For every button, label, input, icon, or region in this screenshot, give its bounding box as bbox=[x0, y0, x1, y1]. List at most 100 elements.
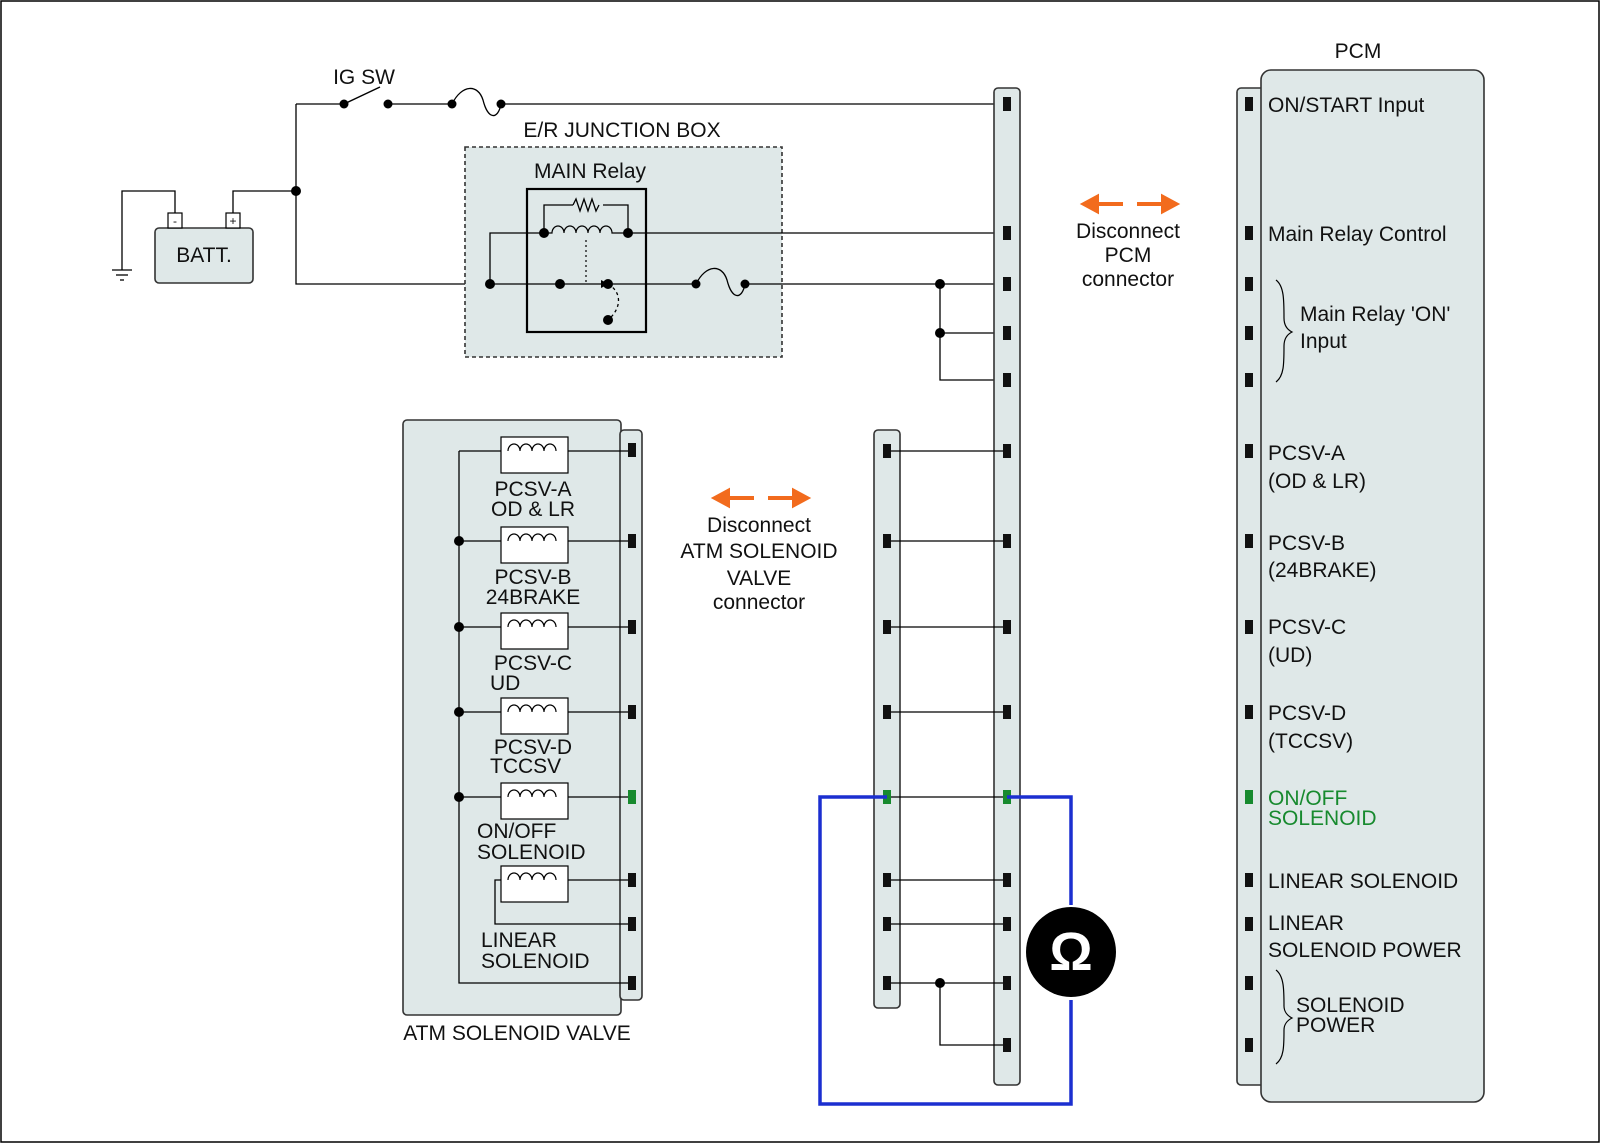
atm-disconnect-text: VALVE bbox=[727, 567, 792, 590]
pcm-pin bbox=[1245, 444, 1253, 458]
power-section: BATT. - + IG SW E/R JUNCTION BOX MAIN Re… bbox=[112, 66, 999, 381]
atm-connector-pin bbox=[628, 443, 636, 457]
main-relay-on-branch bbox=[939, 284, 999, 381]
atm-harness-pin bbox=[883, 976, 891, 990]
ig-switch-blade bbox=[343, 86, 381, 105]
pcm-harness-pin bbox=[1003, 620, 1011, 634]
relay-resistor-icon bbox=[572, 196, 600, 214]
atm-on-off-label: ON/OFF bbox=[477, 820, 556, 843]
pcm-harness-pin bbox=[1003, 226, 1011, 240]
relay-coil-icon bbox=[544, 225, 628, 234]
pcm-module: PCM ON/START Input Main Relay Control Ma… bbox=[1236, 40, 1485, 1103]
atm-pcsv-c-label: PCSV-C bbox=[494, 652, 572, 675]
relay-coil-feed-wire bbox=[489, 232, 544, 284]
linear-solenoid-coil bbox=[494, 865, 632, 925]
atm-harness-pin bbox=[883, 534, 891, 548]
atm-solenoid-valve: ATM SOLENOID VALVE bbox=[402, 419, 643, 1045]
on-off-solenoid-coil bbox=[459, 782, 632, 820]
pcm-pin bbox=[1245, 620, 1253, 634]
pcm-pin bbox=[1245, 1038, 1253, 1052]
atm-harness-pin bbox=[883, 444, 891, 458]
battery bbox=[154, 227, 254, 284]
atm-pcsv-b-label: PCSV-B bbox=[494, 566, 571, 589]
pcm-harness-pin bbox=[1003, 917, 1011, 931]
pcm-pcsv-a-label: PCSV-A bbox=[1268, 442, 1345, 465]
atm-connector-pin bbox=[628, 534, 636, 548]
battery-negative-label: - bbox=[173, 214, 177, 228]
pcm-pin bbox=[1245, 326, 1253, 340]
atm-disconnect-text: ATM SOLENOID bbox=[680, 540, 837, 563]
pcm-pcsv-c-sublabel: (UD) bbox=[1268, 644, 1312, 667]
atm-pcsv-d-sublabel: TCCSV bbox=[490, 755, 561, 778]
ohmmeter-icon bbox=[1026, 907, 1116, 997]
atm-connector-pin bbox=[628, 873, 636, 887]
pcm-harness-pin bbox=[1003, 976, 1011, 990]
pcm-harness-pin bbox=[1003, 873, 1011, 887]
arrow-right-head bbox=[1161, 193, 1181, 215]
atm-harness-pin bbox=[883, 620, 891, 634]
pcm-main-relay-on-sublabel: Input bbox=[1300, 330, 1347, 353]
pcm-main-relay-on-label: Main Relay 'ON' bbox=[1300, 303, 1450, 326]
pcm-title: PCM bbox=[1335, 40, 1382, 63]
pcsv-a-coil bbox=[459, 436, 632, 474]
ig-switch-label: IG SW bbox=[333, 66, 395, 89]
pcm-pcsv-b-label: PCSV-B bbox=[1268, 532, 1345, 555]
atm-harness-pin bbox=[883, 705, 891, 719]
atm-harness-pin bbox=[883, 917, 891, 931]
arrow-right-head bbox=[792, 487, 812, 509]
ground-wire bbox=[121, 190, 176, 270]
battery-negative-terminal bbox=[167, 212, 183, 229]
pcm-disconnect-text: PCM bbox=[1105, 244, 1152, 267]
pcm-solenoid-power-sublabel: POWER bbox=[1296, 1014, 1375, 1037]
atm-on-off-sublabel: SOLENOID bbox=[477, 841, 586, 864]
pcm-pin bbox=[1245, 277, 1253, 291]
fuse-icon bbox=[451, 87, 502, 117]
pcm-pin-on-off bbox=[1245, 790, 1253, 804]
pcm-linear-power-label: LINEAR bbox=[1268, 912, 1344, 935]
atm-connector-pin bbox=[628, 917, 636, 931]
atm-pcsv-c-sublabel: UD bbox=[490, 672, 520, 695]
atm-disconnect-text: Disconnect bbox=[707, 514, 811, 537]
pcm-pin bbox=[1245, 976, 1253, 990]
fuse-icon bbox=[695, 267, 746, 297]
pcm-body bbox=[1260, 69, 1485, 1103]
atm-connector-pin bbox=[628, 620, 636, 634]
er-junction-box-label: E/R JUNCTION BOX bbox=[523, 119, 720, 142]
pcm-harness-connector bbox=[993, 87, 1021, 1086]
pcm-pcsv-d-label: PCSV-D bbox=[1268, 702, 1346, 725]
pcm-harness-pin bbox=[1003, 97, 1011, 111]
atm-linear-sublabel: SOLENOID bbox=[481, 950, 590, 973]
atm-connector-pin-on-off bbox=[628, 790, 636, 804]
ground-icon bbox=[112, 269, 132, 281]
pcm-pin bbox=[1245, 534, 1253, 548]
pcm-disconnect-text: Disconnect bbox=[1076, 220, 1180, 243]
pcm-main-relay-control-label: Main Relay Control bbox=[1268, 223, 1447, 246]
pcm-disconnect-note: Disconnect PCM connector bbox=[1076, 193, 1181, 291]
pcm-on-off-label: ON/OFF bbox=[1268, 787, 1347, 810]
pcm-disconnect-text: connector bbox=[1082, 268, 1174, 291]
pcm-pin bbox=[1245, 373, 1253, 387]
atm-harness-pin bbox=[883, 873, 891, 887]
atm-linear-label: LINEAR bbox=[481, 929, 557, 952]
pcm-pcsv-c-label: PCSV-C bbox=[1268, 616, 1346, 639]
meter-lead-loop bbox=[818, 795, 1073, 1106]
arrow-left-head bbox=[710, 487, 730, 509]
pcm-harness-pin bbox=[1003, 326, 1011, 340]
main-bus-wire bbox=[295, 104, 488, 285]
pcm-pin bbox=[1245, 97, 1253, 111]
atm-disconnect-note: Disconnect ATM SOLENOID VALVE connector bbox=[680, 487, 838, 614]
relay-resistor-wire bbox=[543, 204, 573, 233]
atm-disconnect-text: connector bbox=[713, 591, 805, 614]
ohm-symbol: Ω bbox=[1049, 922, 1092, 982]
pcsv-b-coil bbox=[459, 526, 632, 564]
pcm-harness-pin bbox=[1003, 277, 1011, 291]
pcm-on-start-label: ON/START Input bbox=[1268, 94, 1425, 117]
arrow-left-head bbox=[1079, 193, 1099, 215]
pcsv-c-coil bbox=[459, 612, 632, 650]
battery-positive-label: + bbox=[229, 214, 236, 228]
pcm-pcsv-b-sublabel: (24BRAKE) bbox=[1268, 559, 1377, 582]
pcm-pcsv-a-sublabel: (OD & LR) bbox=[1268, 470, 1366, 493]
pcm-pin bbox=[1245, 873, 1253, 887]
brace-solenoid-power bbox=[1275, 969, 1294, 1065]
main-relay-label: MAIN Relay bbox=[534, 160, 647, 183]
